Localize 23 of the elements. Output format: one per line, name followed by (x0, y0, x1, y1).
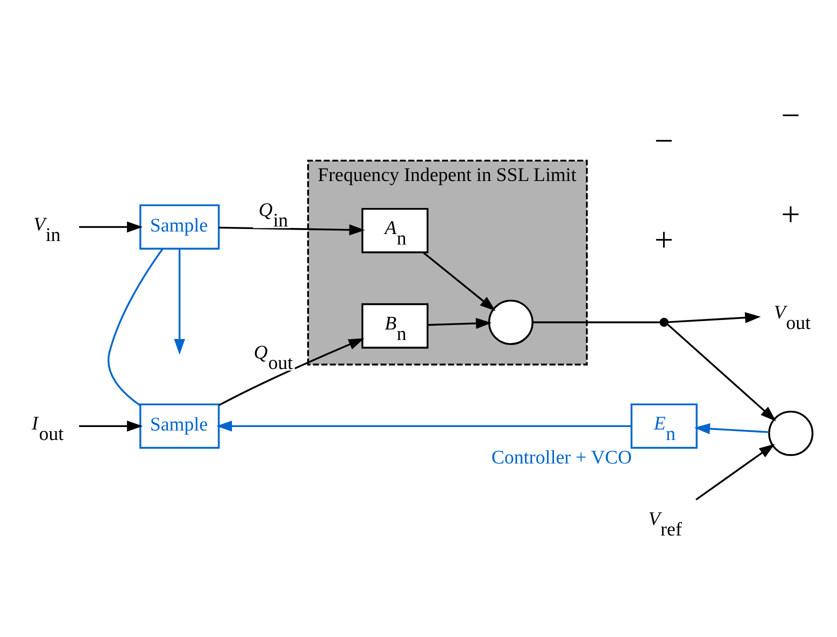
arrow (667, 323, 776, 421)
arrow (422, 251, 496, 310)
label: + (781, 196, 800, 234)
node-circle (488, 299, 534, 344)
node-circle (768, 410, 814, 456)
label: + (654, 221, 674, 258)
label: − (654, 122, 674, 160)
node-dot (660, 317, 669, 326)
arrow (79, 220, 143, 232)
node-box: Sample (139, 402, 220, 448)
arrow (668, 312, 761, 323)
connector (108, 248, 164, 406)
arrow (174, 248, 186, 354)
arrow (428, 317, 492, 328)
arrow (694, 422, 769, 434)
connector (532, 320, 660, 323)
arrow (216, 420, 632, 432)
arrow (79, 420, 143, 432)
label: − (781, 97, 800, 134)
node-label: Controller + VCO (492, 446, 632, 468)
node-box: Sample (139, 204, 220, 250)
arrow (218, 224, 365, 235)
arrow (696, 443, 775, 500)
